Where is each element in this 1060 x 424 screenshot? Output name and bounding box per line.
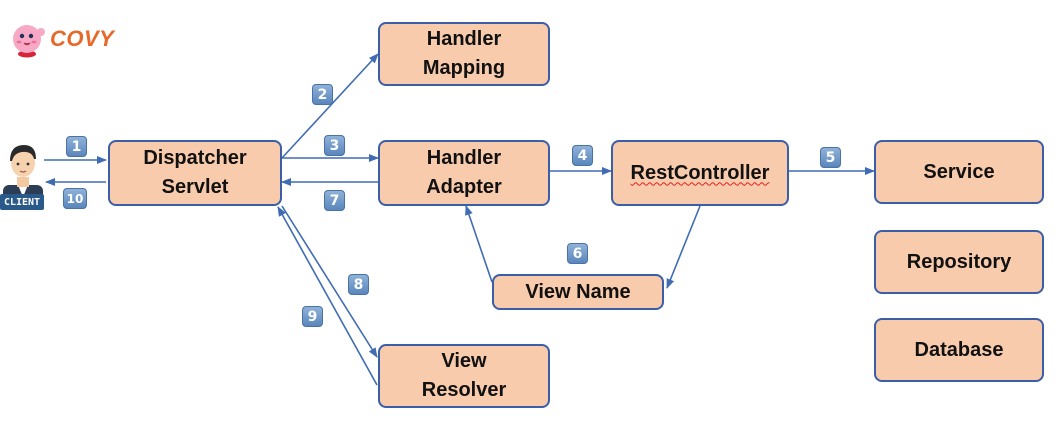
client-label: CLIENT (0, 194, 44, 210)
repository-label: Repository (906, 250, 1012, 273)
arrow-6-restcontroller-to-viewname (666, 205, 701, 289)
step-4-badge: 4 (572, 145, 593, 166)
handler-mapping-box: Handler Mapping (378, 22, 550, 86)
kirby-logo-icon (13, 25, 45, 58)
step-3-badge: 3 (324, 135, 345, 156)
service-label: Service (923, 160, 995, 183)
dispatcher-servlet-box: Dispatcher Servlet (108, 140, 282, 206)
step-5-badge: 5 (820, 147, 841, 168)
handler-mapping-label: Handler Mapping (422, 28, 506, 79)
step-6-badge: 6 (567, 243, 588, 264)
step-10-badge: 10 (63, 188, 87, 209)
logo-text: COVY (50, 26, 115, 51)
arrow-9-view-resolver-to-dispatcher (277, 206, 378, 386)
rest-controller-label: RestController (630, 161, 770, 184)
database-label: Database (914, 338, 1004, 361)
view-name-box: View Name (492, 274, 664, 310)
rest-controller-box: RestController (611, 140, 789, 206)
arrow-viewname-to-handler-adapter (465, 205, 493, 283)
service-box: Service (874, 140, 1044, 204)
step-1-badge: 1 (66, 136, 87, 157)
view-resolver-label: View Resolver (421, 350, 507, 401)
logo: COVY (8, 20, 114, 58)
step-8-badge: 8 (348, 274, 369, 295)
view-resolver-box: View Resolver (378, 344, 550, 408)
repository-box: Repository (874, 230, 1044, 294)
view-name-label: View Name (525, 280, 631, 303)
step-7-badge: 7 (324, 190, 345, 211)
handler-adapter-box: Handler Adapter (378, 140, 550, 206)
step-9-badge: 9 (302, 306, 323, 327)
dispatcher-servlet-label: Dispatcher Servlet (143, 147, 247, 198)
arrow-8-dispatcher-to-view-resolver (281, 205, 378, 358)
arrow-2-dispatcher-to-handler-mapping (281, 53, 379, 159)
database-box: Database (874, 318, 1044, 382)
handler-adapter-label: Handler Adapter (426, 147, 502, 198)
step-2-badge: 2 (312, 84, 333, 105)
